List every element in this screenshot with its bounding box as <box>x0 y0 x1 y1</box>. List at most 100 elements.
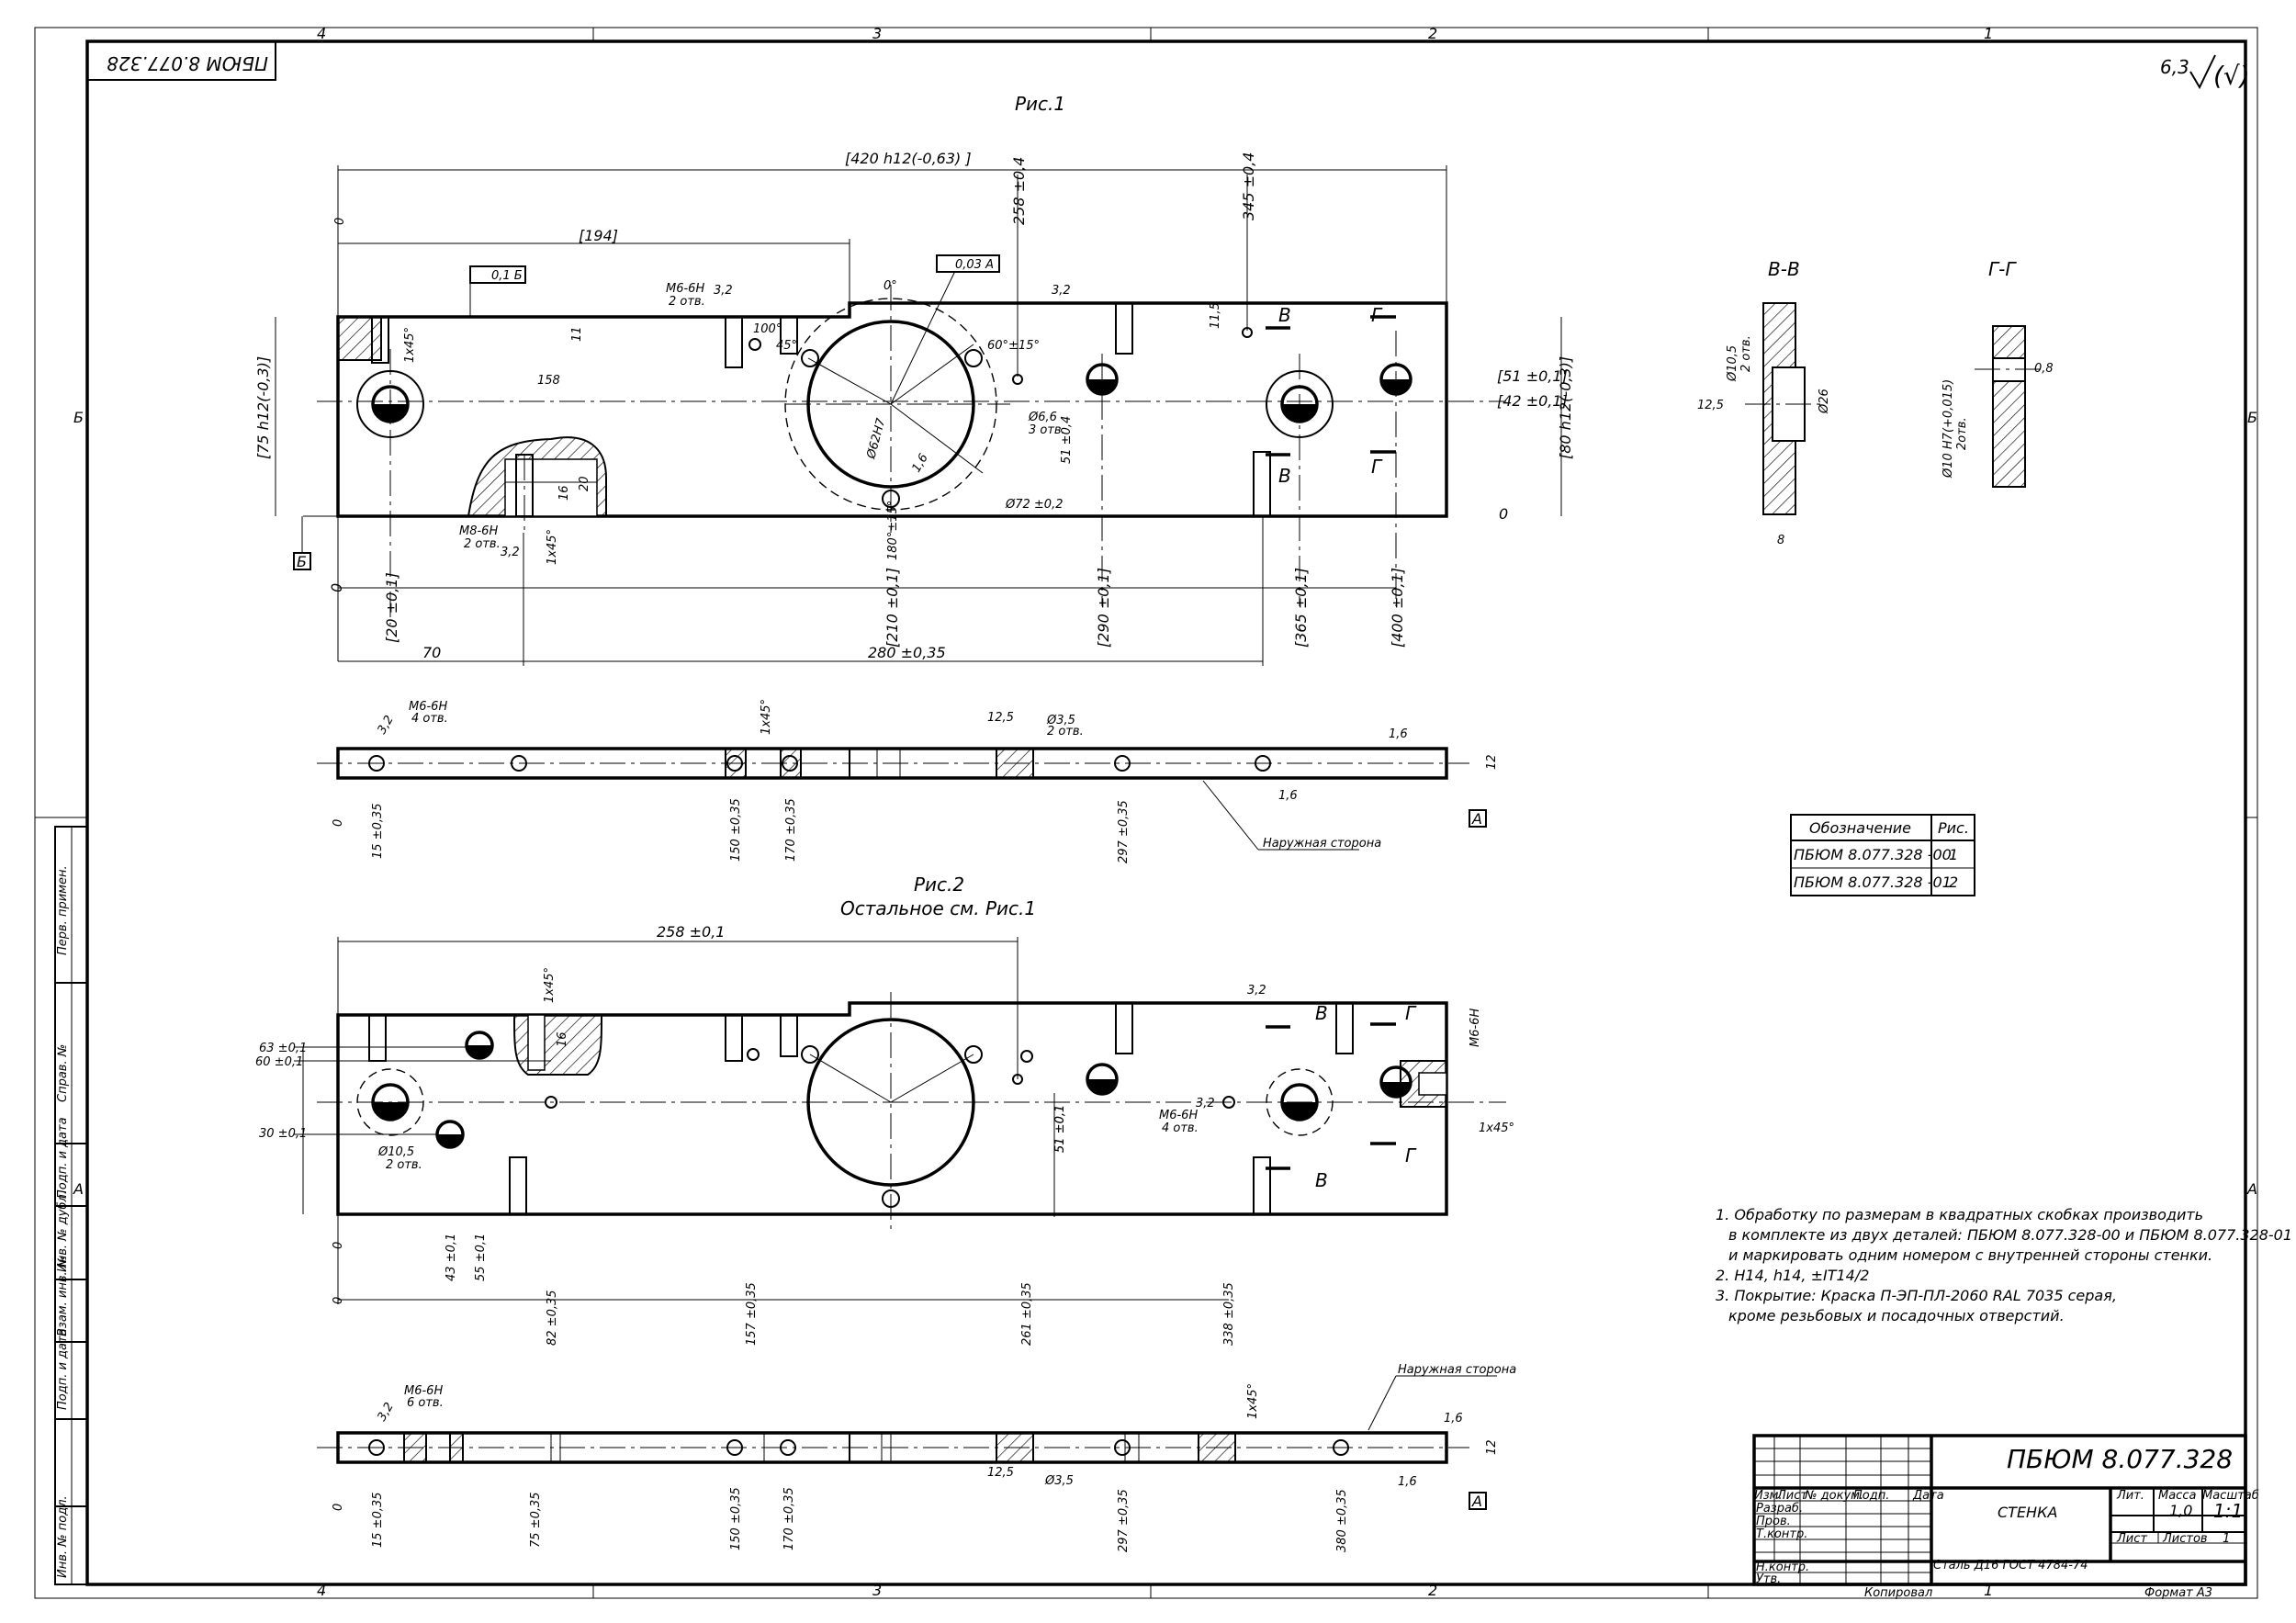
svg-text:60 ±0,1: 60 ±0,1 <box>255 1055 303 1069</box>
svg-text:11: 11 <box>570 326 584 342</box>
svg-text:180°±15°: 180°±15° <box>886 501 900 560</box>
dim-290: [290 ±0,1] <box>1095 568 1112 648</box>
svg-text:12: 12 <box>1485 754 1499 770</box>
variant-table: Обозначение Рис. ПБЮМ 8.077.328 -00 1 ПБ… <box>1790 814 1975 896</box>
svg-text:0: 0 <box>328 583 345 592</box>
figure2-edge-view: M6-6H 6 отв. 3,2 1x45° Наружная сторона … <box>317 1363 1516 1552</box>
svg-text:12: 12 <box>1485 1439 1499 1455</box>
svg-text:Утв.: Утв. <box>1756 1572 1781 1586</box>
svg-text:1,6: 1,6 <box>909 452 930 475</box>
svg-text:12,5: 12,5 <box>987 1466 1014 1480</box>
dim-20: [20 ±0,1] <box>383 572 400 643</box>
svg-text:82 ±0,35: 82 ±0,35 <box>546 1290 559 1346</box>
svg-text:338 ±0,35: 338 ±0,35 <box>1222 1282 1236 1346</box>
svg-text:Ø6,6: Ø6,6 <box>1028 411 1057 424</box>
svg-text:51 ±0,1: 51 ±0,1 <box>1053 1105 1067 1153</box>
svg-text:0: 0 <box>332 1242 345 1249</box>
svg-text:170 ±0,35: 170 ±0,35 <box>782 1487 796 1550</box>
dim-400: [400 ±0,1] <box>1389 568 1406 648</box>
svg-text:2 отв.: 2 отв. <box>669 295 705 309</box>
svg-text:1x45°: 1x45° <box>1479 1121 1514 1135</box>
variant-table-row1-designation: ПБЮМ 8.077.328 -00 <box>1794 846 1952 863</box>
svg-text:Лист: Лист <box>2116 1532 2147 1546</box>
svg-text:Пров.: Пров. <box>1756 1515 1791 1528</box>
zone-bottom-4: 4 <box>317 1582 326 1599</box>
svg-text:297 ±0,35: 297 ±0,35 <box>1117 800 1131 863</box>
figure1-title: Рис.1 <box>1015 93 1065 115</box>
svg-text:Ø10 H7(+0,015): Ø10 H7(+0,015) <box>1941 379 1955 479</box>
svg-text:45°: 45° <box>776 339 797 353</box>
svg-text:3,2: 3,2 <box>1052 284 1071 298</box>
svg-text:№ докум.: № докум. <box>1804 1489 1863 1503</box>
svg-text:Разраб.: Разраб. <box>1756 1502 1803 1516</box>
svg-text:1,6: 1,6 <box>1389 727 1408 741</box>
svg-text:Изм.: Изм. <box>1754 1489 1783 1503</box>
svg-text:3,2: 3,2 <box>1247 984 1266 997</box>
title-block: Изм. Лист № докум. Подп. Дата Разраб. Пр… <box>1752 1434 2259 1600</box>
note-3b: кроме резьбовых и посадочных отверстий. <box>1728 1307 2065 1324</box>
zone-bottom-2: 2 <box>1428 1582 1437 1599</box>
svg-text:1,6: 1,6 <box>1278 789 1298 803</box>
title-designation: ПБЮМ 8.077.328 <box>2007 1444 2233 1474</box>
svg-text:3,2: 3,2 <box>1196 1097 1215 1110</box>
variant-table-row2-designation: ПБЮМ 8.077.328 -01 <box>1794 873 1952 891</box>
zone-bottom-1: 1 <box>1984 1582 1993 1599</box>
dim-80: [80 h12(-0,3)] <box>1557 356 1574 459</box>
svg-text:2 отв.: 2 отв. <box>1047 725 1084 738</box>
svg-text:Перв. примен.: Перв. примен. <box>56 865 70 955</box>
svg-text:2 отв.: 2 отв. <box>386 1158 422 1172</box>
svg-text:Взам. инв. №: Взам. инв. № <box>56 1256 70 1336</box>
svg-text:4 отв.: 4 отв. <box>411 712 448 726</box>
note-1c: и маркировать одним номером с внутренней… <box>1728 1246 2212 1264</box>
section-mark-v-top: В <box>1278 304 1291 326</box>
svg-text:Инв. № дубл.: Инв. № дубл. <box>56 1190 70 1272</box>
svg-text:Ø3,5: Ø3,5 <box>1044 1474 1074 1488</box>
svg-text:Масса: Масса <box>2158 1489 2196 1503</box>
svg-text:Лист: Лист <box>1776 1489 1807 1503</box>
svg-text:3,2: 3,2 <box>375 714 396 737</box>
svg-text:M6-6H: M6-6H <box>666 282 704 296</box>
svg-text:Ø10,5: Ø10,5 <box>1726 345 1739 382</box>
dim-280: 280 ±0,35 <box>868 644 946 661</box>
section-vv: В-В Ø10,5 2 отв. 12,5 Ø26 8 <box>1697 258 1831 547</box>
svg-text:20: 20 <box>578 476 591 491</box>
svg-text:Ø72 ±0,2: Ø72 ±0,2 <box>1005 498 1063 512</box>
svg-text:Ø3,5: Ø3,5 <box>1046 714 1075 727</box>
figure2-subtitle: Остальное см. Рис.1 <box>840 897 1036 919</box>
svg-text:43 ±0,1: 43 ±0,1 <box>445 1234 458 1281</box>
general-roughness-sign: 6,3 (√) <box>2160 54 2250 91</box>
svg-text:2 отв.: 2 отв. <box>1739 335 1753 372</box>
title-sheets-value: 1 <box>2223 1532 2230 1546</box>
variant-table-header-fig: Рис. <box>1938 819 1969 837</box>
svg-text:Ø10,5: Ø10,5 <box>377 1145 414 1159</box>
svg-text:16: 16 <box>557 485 571 501</box>
svg-text:0°: 0° <box>884 279 897 293</box>
dim-420: [420 h12(-0,63) ] <box>845 150 972 167</box>
svg-text:Г: Г <box>1405 1002 1417 1024</box>
note-3a: 3. Покрытие: Краска П-ЭП-ПЛ-2060 RAL 703… <box>1716 1287 2117 1304</box>
svg-text:16: 16 <box>556 1031 569 1047</box>
dim-194: [194] <box>579 227 618 244</box>
svg-text:Справ. №: Справ. № <box>56 1044 70 1102</box>
svg-text:Ø26: Ø26 <box>1818 389 1831 414</box>
svg-text:30 ±0,1: 30 ±0,1 <box>259 1127 307 1141</box>
section-gg-title: Г-Г <box>1988 258 2017 280</box>
zone-top-3: 3 <box>872 25 882 42</box>
svg-text:1,6: 1,6 <box>1444 1412 1463 1426</box>
svg-text:63 ±0,1: 63 ±0,1 <box>259 1042 307 1055</box>
technical-notes: 1. Обработку по размерам в квадратных ск… <box>1716 1206 2292 1324</box>
svg-text:Инв. № подл.: Инв. № подл. <box>56 1495 70 1578</box>
side-stamp-column: Перв. примен. Справ. № Подп. и дата Инв.… <box>54 826 88 1585</box>
svg-text:1x45°: 1x45° <box>760 699 773 735</box>
outer-side-label-1: Наружная сторона <box>1263 837 1381 851</box>
dim-75: [75 h12(-0,3)] <box>254 356 272 459</box>
zone-top-1: 1 <box>1984 25 1993 42</box>
svg-text:6 отв.: 6 отв. <box>407 1396 444 1410</box>
svg-text:1x45°: 1x45° <box>1246 1383 1260 1419</box>
svg-text:3,2: 3,2 <box>501 546 520 559</box>
section-mark-g-top: Г <box>1371 304 1383 326</box>
datum-a: А <box>1471 810 1482 828</box>
svg-text:Подп.: Подп. <box>1853 1489 1889 1503</box>
svg-text:Формат А3: Формат А3 <box>2144 1586 2212 1600</box>
rotated-doc-number: ПБЮМ 8.077.328 <box>107 52 268 74</box>
